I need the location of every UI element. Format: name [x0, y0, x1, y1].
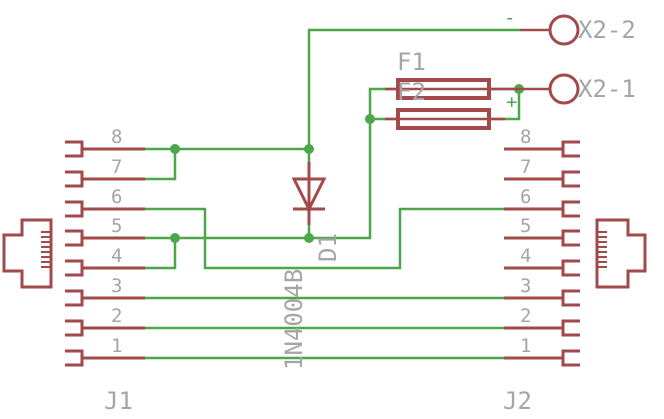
- pin-lead-icon: [504, 259, 580, 277]
- j1-pin-number: 8: [111, 126, 122, 148]
- terminal-ring-icon: [548, 73, 580, 105]
- pin-lead-icon: [65, 170, 145, 188]
- terminal-x2-1-label: X2-1: [578, 75, 636, 103]
- terminal-x2-2-label: X2-2: [578, 16, 636, 44]
- j2-refdes: J2: [503, 387, 532, 415]
- pin-lead-icon: [504, 229, 580, 247]
- wire-j1-6-to-j2-6: [145, 207, 504, 270]
- j1-pin[interactable]: 1: [65, 335, 145, 367]
- junction-dot: [365, 114, 375, 124]
- j2-pin[interactable]: 2: [504, 305, 580, 337]
- pin-lead-icon: [504, 319, 580, 337]
- wire-pin4-to-5: [145, 238, 177, 270]
- pin-lead-icon: [65, 319, 145, 337]
- j2-pin-number: 8: [520, 126, 531, 148]
- j2-pin-number: 5: [520, 215, 531, 237]
- pin-lead-icon: [65, 200, 145, 218]
- pin-lead-icon: [504, 349, 580, 367]
- j1-pin-number: 2: [111, 305, 122, 327]
- diode-symbol-icon: [291, 162, 327, 225]
- pin-lead-icon: [65, 349, 145, 367]
- wires: [145, 28, 521, 360]
- j2-pin[interactable]: 5: [504, 215, 580, 247]
- terminal-x2-2[interactable]: X2-2 -: [504, 7, 636, 46]
- j1-pin[interactable]: 7: [65, 156, 145, 188]
- junction-dot: [170, 144, 180, 154]
- minus-polarity-label: -: [504, 7, 515, 29]
- pin-lead-icon: [65, 289, 145, 307]
- plus-polarity-label: +: [506, 91, 517, 113]
- j2-pin-number: 4: [520, 245, 531, 267]
- j2-pin[interactable]: 1: [504, 335, 580, 367]
- j1-pin[interactable]: 3: [65, 275, 145, 307]
- fuse-f1-refdes: F1: [397, 48, 426, 76]
- diode-d1[interactable]: 1N4004B D1: [280, 162, 342, 370]
- junctions: [170, 84, 524, 243]
- fuse-f2-refdes: F2: [397, 78, 426, 106]
- j1-pin-number: 1: [111, 335, 122, 357]
- j1-pin-number: 7: [111, 156, 122, 178]
- junction-dot: [304, 144, 314, 154]
- pin-lead-icon: [504, 200, 580, 218]
- rj45-jack-icon-j2: [595, 218, 647, 289]
- j2-pin-number: 2: [520, 305, 531, 327]
- pin-lead-icon: [504, 140, 580, 158]
- j2-pin[interactable]: 6: [504, 186, 580, 218]
- connector-j2[interactable]: 8 7 6 5 4 3 2 1 J2: [503, 126, 647, 415]
- j1-pin[interactable]: 4: [65, 245, 145, 277]
- wire-pin5-net: [145, 87, 400, 240]
- wire-pin8-net: [145, 28, 520, 151]
- pin-lead-icon: [65, 140, 145, 158]
- j2-pin-number: 6: [520, 186, 531, 208]
- pin-lead-icon: [65, 259, 145, 277]
- pin-lead-icon: [504, 170, 580, 188]
- connector-j1[interactable]: 8 7 6 5 4 3 2 1 J1: [2, 126, 145, 415]
- j1-pin[interactable]: 2: [65, 305, 145, 337]
- diode-value: 1N4004B: [280, 269, 308, 370]
- j2-pin-number: 7: [520, 156, 531, 178]
- junction-dot: [304, 233, 314, 243]
- junction-dot: [170, 233, 180, 243]
- j2-pin[interactable]: 7: [504, 156, 580, 188]
- wire-pin7-to-8: [145, 149, 177, 181]
- j1-refdes: J1: [104, 387, 133, 415]
- pin-lead-icon: [65, 229, 145, 247]
- pin-lead-icon: [504, 289, 580, 307]
- j1-pin[interactable]: 5: [65, 215, 145, 247]
- j1-pin-number: 6: [111, 186, 122, 208]
- rj45-jack-icon-j1: [2, 218, 53, 289]
- terminal-ring-icon: [548, 14, 580, 46]
- j1-pin-number: 4: [111, 245, 122, 267]
- j1-pin-number: 3: [111, 275, 122, 297]
- j1-pin[interactable]: 6: [65, 186, 145, 218]
- j2-pin[interactable]: 8: [504, 126, 580, 158]
- terminal-x2-1[interactable]: X2-1 +: [505, 73, 636, 113]
- j1-pin-number: 5: [111, 215, 122, 237]
- j1-pin[interactable]: 8: [65, 126, 145, 158]
- j2-pin-number: 3: [520, 275, 531, 297]
- fuse-f1[interactable]: F1: [385, 48, 505, 100]
- j2-pin-number: 1: [520, 335, 531, 357]
- j2-pin[interactable]: 4: [504, 245, 580, 277]
- j2-pin[interactable]: 3: [504, 275, 580, 307]
- fuse-f2[interactable]: F2: [385, 78, 505, 130]
- diode-refdes: D1: [314, 233, 342, 262]
